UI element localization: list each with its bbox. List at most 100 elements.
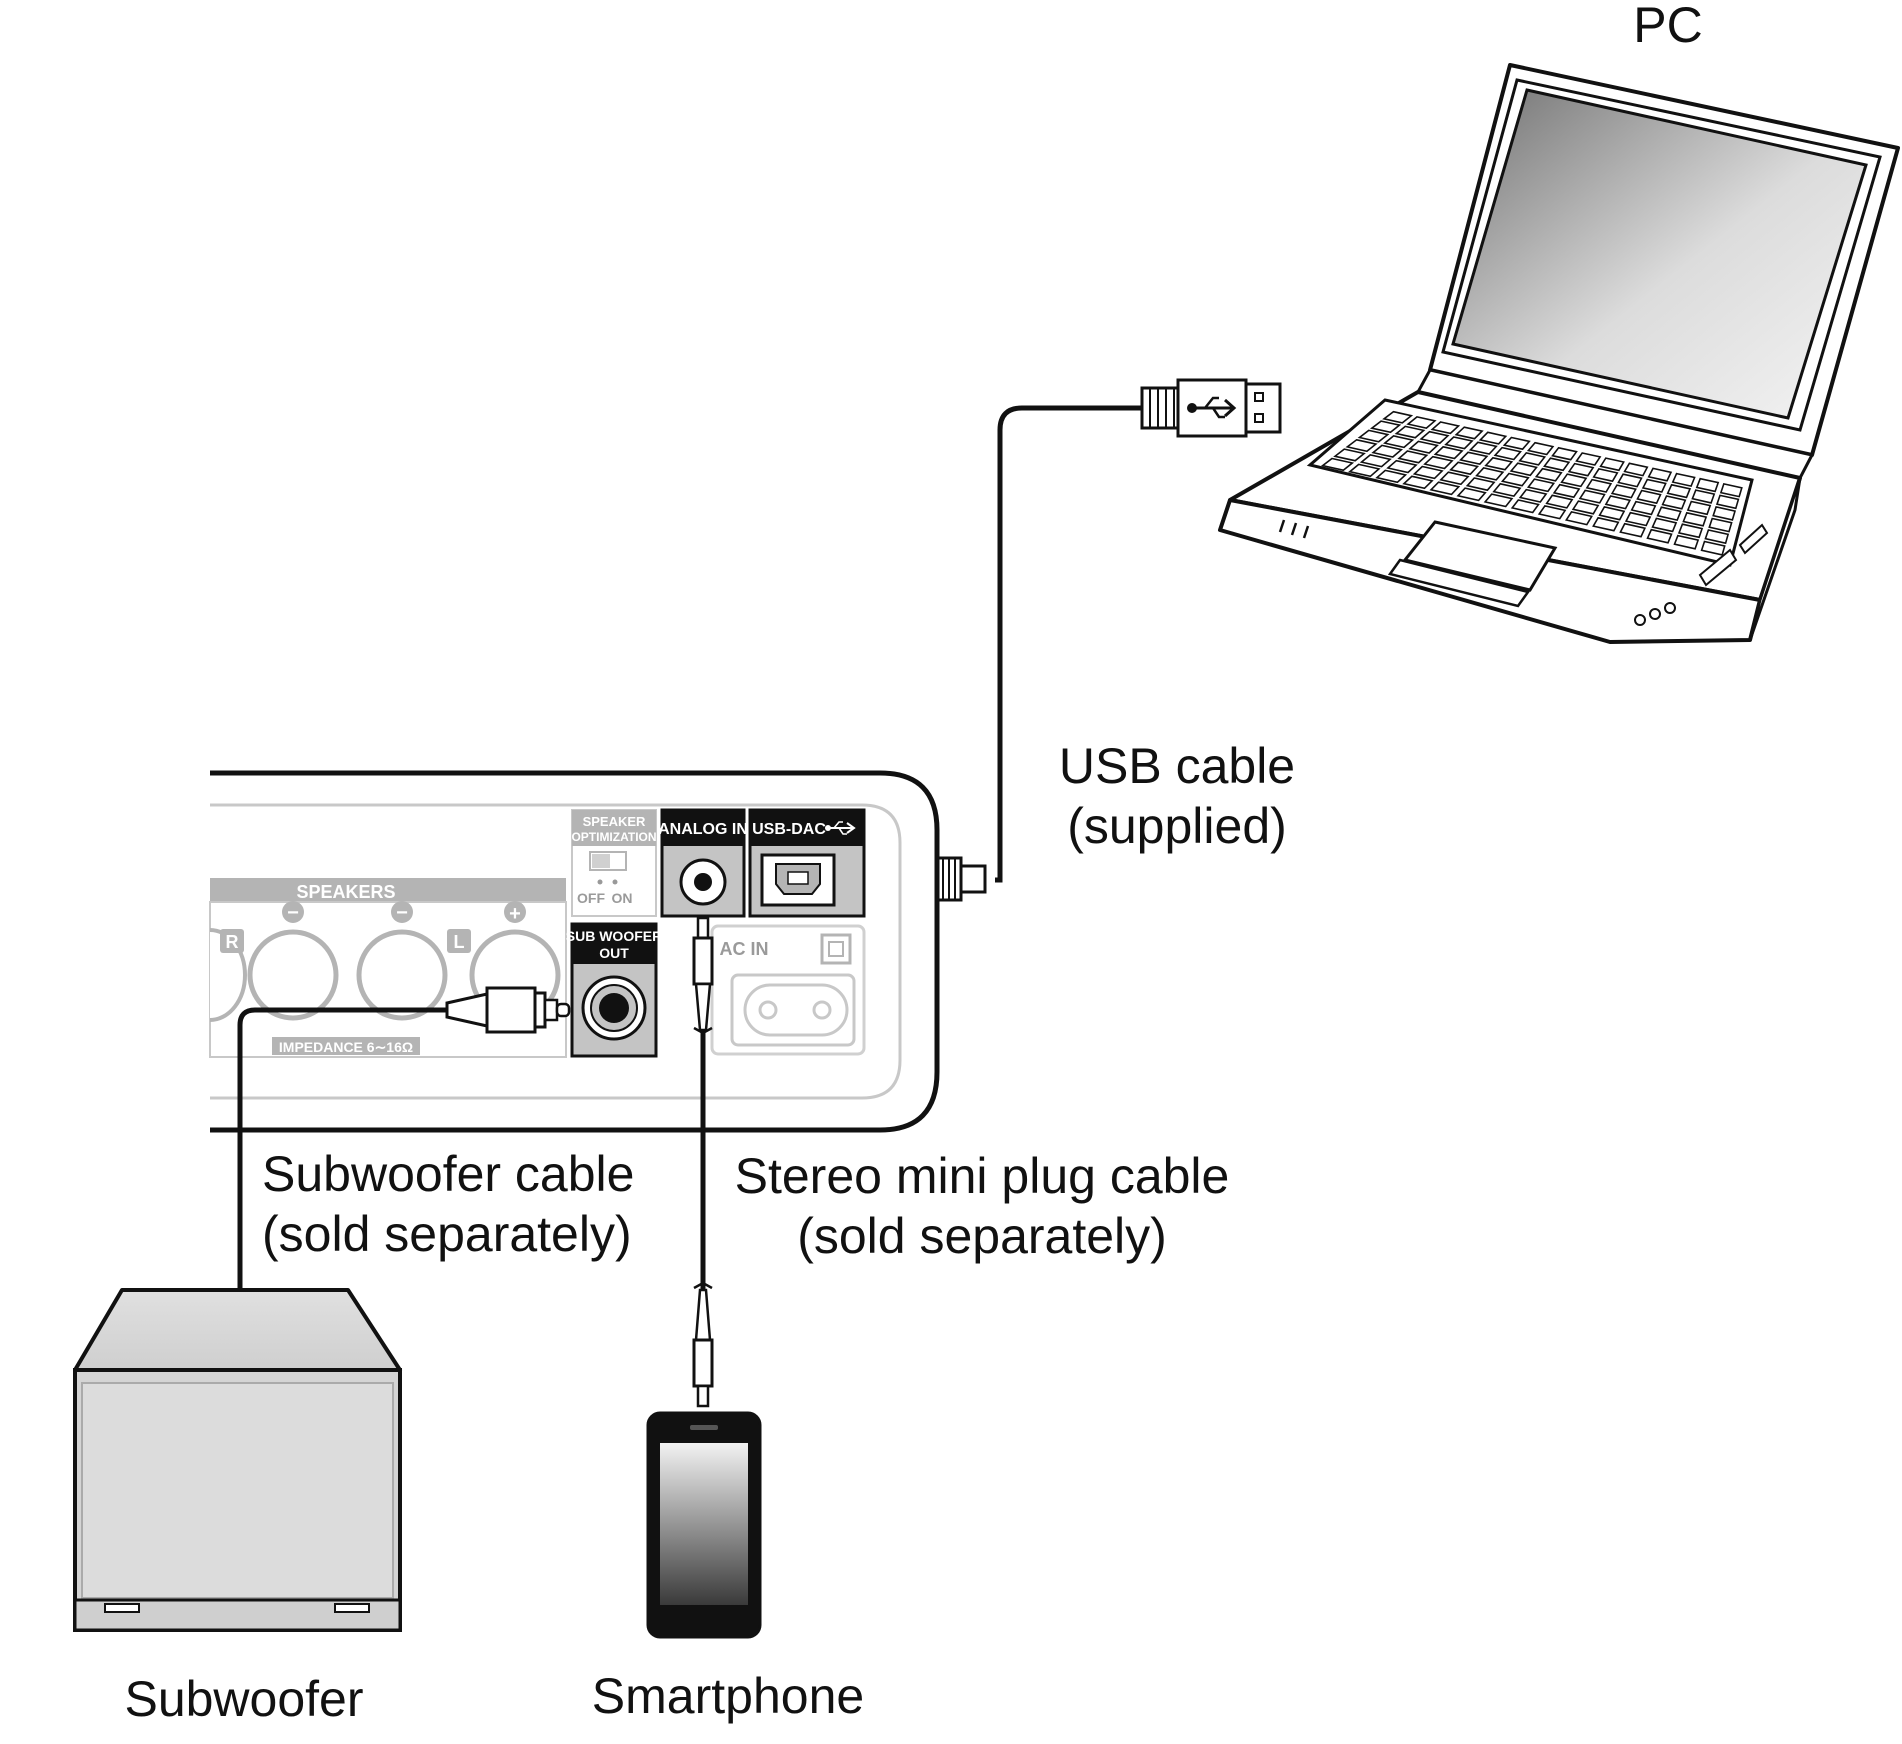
usb-cable-label-line2: (supplied) xyxy=(1067,798,1287,854)
keyboard-key xyxy=(1592,516,1620,532)
keyboard-key xyxy=(1617,473,1643,488)
svg-text:ON: ON xyxy=(612,890,633,906)
keyboard-key xyxy=(1715,494,1740,510)
keyboard-key xyxy=(1656,506,1682,522)
keyboard-key xyxy=(1406,416,1437,429)
smartphone-label: Smartphone xyxy=(592,1668,864,1724)
keyboard-key xyxy=(1551,446,1578,461)
keyboard-key xyxy=(1719,482,1743,498)
keyboard-key xyxy=(1712,505,1737,521)
keyboard-key xyxy=(1552,483,1581,499)
keyboard-key xyxy=(1454,426,1484,440)
keyboard-key xyxy=(1456,487,1487,502)
keyboard-key xyxy=(1394,425,1426,439)
keyboard-key xyxy=(1397,450,1429,464)
svg-text:+: + xyxy=(509,903,521,925)
speaker-terminal-r-minus: − xyxy=(247,901,339,1021)
keyboard-key xyxy=(1677,523,1704,539)
svg-text:SUB WOOFER: SUB WOOFER xyxy=(566,928,662,944)
mini-plug-top-icon xyxy=(692,916,714,1035)
keyboard-key xyxy=(1630,500,1657,516)
keyboard-key xyxy=(1483,493,1514,508)
keyboard-key xyxy=(1449,461,1480,476)
svg-text:OPTIMIZATION: OPTIMIZATION xyxy=(571,830,656,844)
keyboard-key xyxy=(1419,430,1450,445)
keyboard-key xyxy=(1459,451,1489,465)
impedance-label: IMPEDANCE 6∼16Ω xyxy=(279,1039,413,1055)
usb-symbol-icon xyxy=(825,821,856,835)
usb-dac-port: USB-DAC xyxy=(748,808,866,918)
keyboard-key xyxy=(1534,467,1563,482)
speaker-terminal-l-minus: − xyxy=(356,901,448,1021)
keyboard-key xyxy=(1592,468,1619,483)
rca-plug-icon xyxy=(445,986,571,1034)
keyboard-key xyxy=(1624,511,1652,527)
keyboard-key xyxy=(1423,455,1454,470)
keyboard-key xyxy=(1359,454,1392,468)
keyboard-key xyxy=(1369,420,1402,434)
keyboard-key xyxy=(1492,482,1522,497)
keyboard-icon xyxy=(1320,410,1743,556)
subwoofer-out-jack: SUB WOOFER OUT xyxy=(566,922,662,1058)
keyboard-key xyxy=(1429,481,1461,496)
keyboard-key xyxy=(1348,463,1381,478)
keyboard-key xyxy=(1402,475,1434,490)
keyboard-key xyxy=(1430,421,1461,435)
keyboard-key xyxy=(1671,472,1696,488)
keyboard-key xyxy=(1599,457,1625,472)
speaker-r-label: R xyxy=(226,932,239,952)
speakers-label: SPEAKERS xyxy=(296,882,395,902)
svg-text:OUT: OUT xyxy=(599,945,629,961)
keyboard-key xyxy=(1636,489,1662,505)
keyboard-key xyxy=(1493,446,1522,461)
keyboard-key xyxy=(1598,505,1626,521)
device-rear-panel: SPEAKERS − − + R xyxy=(209,770,940,1133)
ac-in-socket: AC IN xyxy=(710,924,866,1056)
keyboard-key xyxy=(1484,456,1514,471)
smartphone-icon xyxy=(646,1411,762,1639)
keyboard-key xyxy=(1695,477,1720,493)
keyboard-key xyxy=(1619,522,1647,538)
keyboard-key xyxy=(1475,467,1505,481)
keyboard-key xyxy=(1383,435,1415,449)
keyboard-key xyxy=(1444,436,1474,450)
keyboard-key xyxy=(1537,505,1567,520)
usb-a-plug-icon xyxy=(1140,378,1282,438)
keyboard-key xyxy=(1465,477,1496,492)
keyboard-key xyxy=(1320,457,1355,472)
subwoofer-cable-label-line2: (sold separately) xyxy=(262,1206,632,1262)
svg-text:−: − xyxy=(396,902,408,924)
keyboard-key xyxy=(1433,445,1464,460)
keyboard-key xyxy=(1518,452,1547,466)
keyboard-key xyxy=(1641,478,1667,493)
mini-plug-cable-label-line2: (sold separately) xyxy=(797,1208,1167,1264)
keyboard-key xyxy=(1708,517,1733,533)
keyboard-key xyxy=(1651,517,1678,533)
svg-text:ANALOG IN: ANALOG IN xyxy=(658,821,748,838)
keyboard-key xyxy=(1408,440,1439,454)
keyboard-key xyxy=(1371,444,1404,458)
keyboard-key xyxy=(1682,511,1708,527)
keyboard-key xyxy=(1502,436,1531,451)
keyboard-key xyxy=(1468,441,1498,455)
keyboard-key xyxy=(1357,429,1390,443)
keyboard-key xyxy=(1560,473,1588,488)
laptop-icon xyxy=(1218,63,1900,644)
keyboard-key xyxy=(1333,448,1366,462)
keyboard-key xyxy=(1345,438,1378,453)
svg-text:OFF: OFF xyxy=(577,890,605,906)
subwoofer-cable-label-line1: Subwoofer cable xyxy=(262,1146,634,1202)
speaker-optimization-switch: SPEAKER OPTIMIZATION OFF ON xyxy=(571,809,657,917)
svg-text:SPEAKER: SPEAKER xyxy=(583,814,646,829)
keyboard-key xyxy=(1567,462,1595,477)
keyboard-key xyxy=(1704,529,1730,545)
keyboard-key xyxy=(1666,483,1692,499)
keyboard-key xyxy=(1686,500,1712,516)
keyboard-key xyxy=(1647,467,1673,482)
keyboard-key xyxy=(1543,457,1571,472)
svg-text:−: − xyxy=(287,902,299,924)
keyboard-key xyxy=(1545,494,1574,509)
keyboard-key xyxy=(1610,484,1637,499)
subwoofer-icon xyxy=(73,1288,402,1632)
subwoofer-label: Subwoofer xyxy=(124,1671,363,1727)
